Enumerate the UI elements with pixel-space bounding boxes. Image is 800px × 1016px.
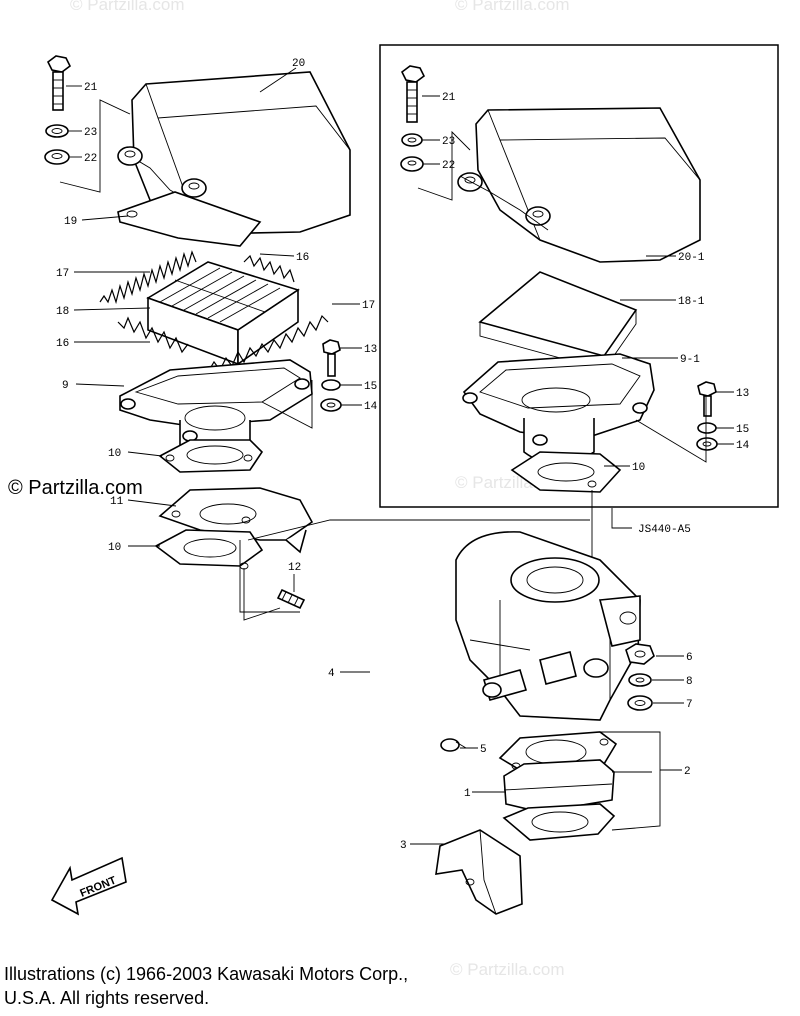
callout-10-right: 10 xyxy=(632,462,645,474)
copyright-notice: Illustrations (c) 1966-2003 Kawasaki Mot… xyxy=(4,962,408,1010)
callout-21-right: 21 xyxy=(442,92,456,104)
watermark-bottom: © Partzilla.com xyxy=(450,960,565,979)
callout-5: 5 xyxy=(480,744,487,756)
gasket-10-right xyxy=(510,451,622,493)
callout-16-left: 16 xyxy=(56,338,69,350)
bolt-13-left xyxy=(320,339,342,412)
callout-8: 8 xyxy=(686,676,693,688)
air-cleaner-base-right xyxy=(462,353,655,465)
gasket-10-left-top xyxy=(158,439,264,473)
alternate-assembly-box xyxy=(379,44,779,508)
callout-13-left: 13 xyxy=(364,344,377,356)
watermark-top-right: © Partzilla.com xyxy=(455,0,570,14)
washer-22-right xyxy=(400,156,424,172)
bolt-21-right xyxy=(400,65,426,123)
callout-18: 18 xyxy=(56,306,69,318)
callout-18-1: 18-1 xyxy=(678,296,705,308)
air-cleaner-cover-right xyxy=(457,107,701,263)
callout-10-left-top: 10 xyxy=(108,448,121,460)
callouts: 21 23 22 20 19 16 17 18 17 16 13 15 14 9… xyxy=(56,58,750,852)
air-cleaner-cover-left xyxy=(117,71,351,235)
callout-20: 20 xyxy=(292,58,305,70)
callout-22-left: 22 xyxy=(84,153,97,165)
filter-element-18 xyxy=(146,261,300,366)
callout-19: 19 xyxy=(64,216,77,228)
screw-12 xyxy=(276,588,306,610)
callout-22-right: 22 xyxy=(442,160,455,172)
callout-4: 4 xyxy=(328,668,335,680)
washer-23-left xyxy=(45,124,69,138)
watermark-top-left: © Partzilla.com xyxy=(70,0,185,14)
bolt-21-left xyxy=(46,55,72,111)
callout-13-right: 13 xyxy=(736,388,749,400)
copyright-line-2: U.S.A. All rights reserved. xyxy=(4,988,210,1008)
callout-12: 12 xyxy=(288,562,301,574)
callout-15-left: 15 xyxy=(364,381,377,393)
hose-4 xyxy=(367,639,461,743)
callout-20-1: 20-1 xyxy=(678,252,705,264)
callout-16-top: 16 xyxy=(296,252,309,264)
carburetor xyxy=(455,531,641,721)
callout-10-left-bottom: 10 xyxy=(108,542,121,554)
clamp-5 xyxy=(440,738,467,752)
front-arrow-icon: FRONT xyxy=(50,856,127,916)
variant-label: JS440-A5 xyxy=(638,524,691,536)
gasket-10-left-bottom xyxy=(154,529,264,570)
nut-6 xyxy=(625,643,655,665)
washer-8 xyxy=(628,673,652,687)
callout-9-1: 9-1 xyxy=(680,354,700,366)
washer-7 xyxy=(627,695,653,711)
callout-23-left: 23 xyxy=(84,127,97,139)
washer-23-right xyxy=(401,133,423,147)
gasket-2-bottom xyxy=(502,803,616,841)
callout-11: 11 xyxy=(110,496,124,508)
callout-23-right: 23 xyxy=(442,136,455,148)
callout-3: 3 xyxy=(400,840,407,852)
callout-9: 9 xyxy=(62,380,69,392)
callout-17-right: 17 xyxy=(362,300,375,312)
callout-1: 1 xyxy=(464,788,471,800)
bolt-13-right xyxy=(696,381,718,451)
spring-clips xyxy=(99,250,329,373)
callout-6: 6 xyxy=(686,652,693,664)
callout-7: 7 xyxy=(686,699,693,711)
copyright-line-1: Illustrations (c) 1966-2003 Kawasaki Mot… xyxy=(4,964,409,984)
watermark-main: © Partzilla.com xyxy=(8,477,143,499)
callout-21-left: 21 xyxy=(84,82,98,94)
callout-2: 2 xyxy=(684,766,691,778)
callout-14-left: 14 xyxy=(364,401,378,413)
callout-15-right: 15 xyxy=(736,424,749,436)
intake-spacer-1 xyxy=(503,759,615,813)
bracket-3 xyxy=(435,829,523,915)
callout-14-right: 14 xyxy=(736,440,750,452)
washer-22-left xyxy=(44,149,70,165)
callout-17-left: 17 xyxy=(56,268,69,280)
gasket-19 xyxy=(117,191,262,247)
